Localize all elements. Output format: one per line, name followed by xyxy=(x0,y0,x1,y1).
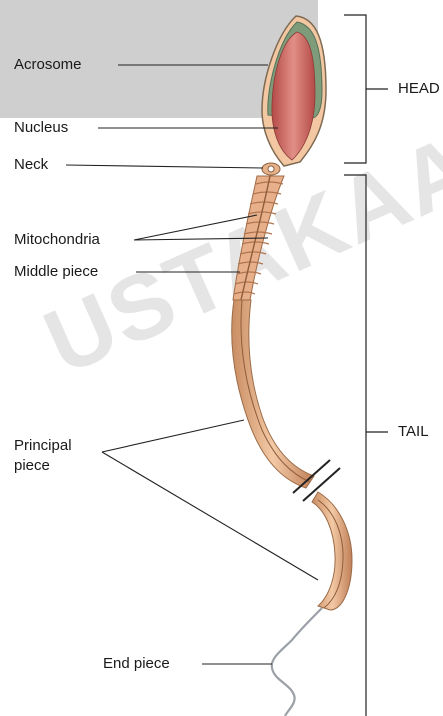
leader-principal-1 xyxy=(102,420,244,452)
region-tail-label: TAIL xyxy=(398,423,429,441)
sperm-head xyxy=(262,16,326,166)
region-head-label: HEAD xyxy=(398,80,440,98)
label-end-piece: End piece xyxy=(103,655,170,673)
label-principal-line2: piece xyxy=(14,456,72,476)
principal-piece xyxy=(232,300,352,610)
label-neck: Neck xyxy=(14,156,48,174)
end-piece xyxy=(272,608,322,716)
label-acrosome: Acrosome xyxy=(14,56,82,74)
label-mitochondria: Mitochondria xyxy=(14,231,100,249)
leader-neck xyxy=(66,165,263,168)
head-bracket xyxy=(344,15,366,163)
label-principal-line1: Principal xyxy=(14,436,72,456)
label-nucleus: Nucleus xyxy=(14,119,68,137)
region-brackets xyxy=(344,15,388,716)
leader-mitochondria-1 xyxy=(134,215,257,240)
tail-bracket xyxy=(344,175,366,716)
label-middle-piece: Middle piece xyxy=(14,263,98,281)
sperm-neck xyxy=(262,163,280,175)
label-principal-piece: Principal piece xyxy=(14,436,72,476)
